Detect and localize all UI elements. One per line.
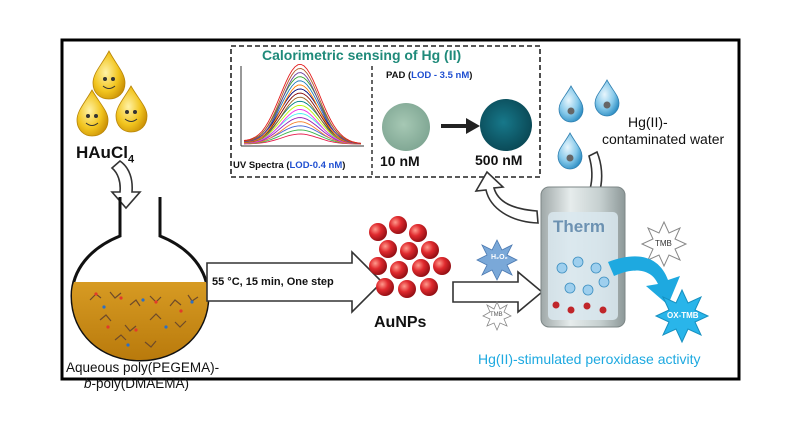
tmb-small-label: TMB <box>490 312 503 318</box>
uv-spectra-plot <box>240 63 364 147</box>
uv-spectrum-curve <box>244 109 362 145</box>
add-to-flask-arrow <box>110 159 142 210</box>
tmb-label: TMB <box>655 239 672 248</box>
h2o2-star <box>476 239 518 281</box>
activity-caption: Hg(II)-stimulated peroxidase activity <box>478 351 701 367</box>
pad-label: PAD (LOD - 3.5 nM) <box>386 70 473 81</box>
sample-vial: Therm <box>540 186 626 328</box>
step-condition-label: 55 °C, 15 min, One step <box>212 276 334 288</box>
uv-spectrum-curve <box>243 133 362 145</box>
uv-spectra-label: UV Spectra (LOD-0.4 nM) <box>233 160 346 171</box>
pad-high-concentration: 500 nM <box>475 152 523 168</box>
gold-nanoparticles <box>369 216 451 298</box>
detection-arrow <box>474 170 539 224</box>
outer-frame <box>60 38 741 381</box>
reaction-arrow <box>452 270 544 314</box>
uv-spectrum-curve <box>243 63 362 144</box>
tmb-star <box>640 220 688 268</box>
uv-spectrum-curve <box>243 68 362 144</box>
gold-precursor-droplets <box>76 50 148 137</box>
h2o2-label: H₂O₂ <box>491 254 508 261</box>
pad-low-concentration: 10 nM <box>380 153 420 169</box>
water-label-line2: contaminated water <box>602 131 725 147</box>
synthesis-arrow <box>206 250 384 314</box>
pad-spot-10nm <box>382 103 430 151</box>
uv-spectra-curves <box>243 63 362 145</box>
uv-spectrum-curve <box>243 84 362 145</box>
flask-caption-line1: Aqueous poly(PEGEMA)- <box>66 360 220 375</box>
aunps-label: AuNPs <box>374 314 427 331</box>
oxtmb-star <box>654 288 710 344</box>
uv-spectrum-curve <box>243 72 362 145</box>
svg-text:Therm: Therm <box>553 217 605 236</box>
sensing-title: Calorimetric sensing of Hg (II) <box>262 47 462 63</box>
oxidation-arrow <box>608 256 680 305</box>
reaction-flask <box>70 197 210 362</box>
hg-water-droplets <box>557 79 620 170</box>
tmb-star-small <box>482 300 512 332</box>
flask-caption-line2: b-poly(DMAEMA) <box>84 376 190 391</box>
oxtmb-label: OX-TMB <box>667 311 699 320</box>
uv-spectrum-curve <box>244 121 362 145</box>
reagent-label: HAuCl4 <box>76 143 135 166</box>
water-label-line1: Hg(II)- <box>628 114 668 130</box>
pad-spot-500nm <box>480 99 532 151</box>
uv-spectrum-curve <box>243 96 362 145</box>
